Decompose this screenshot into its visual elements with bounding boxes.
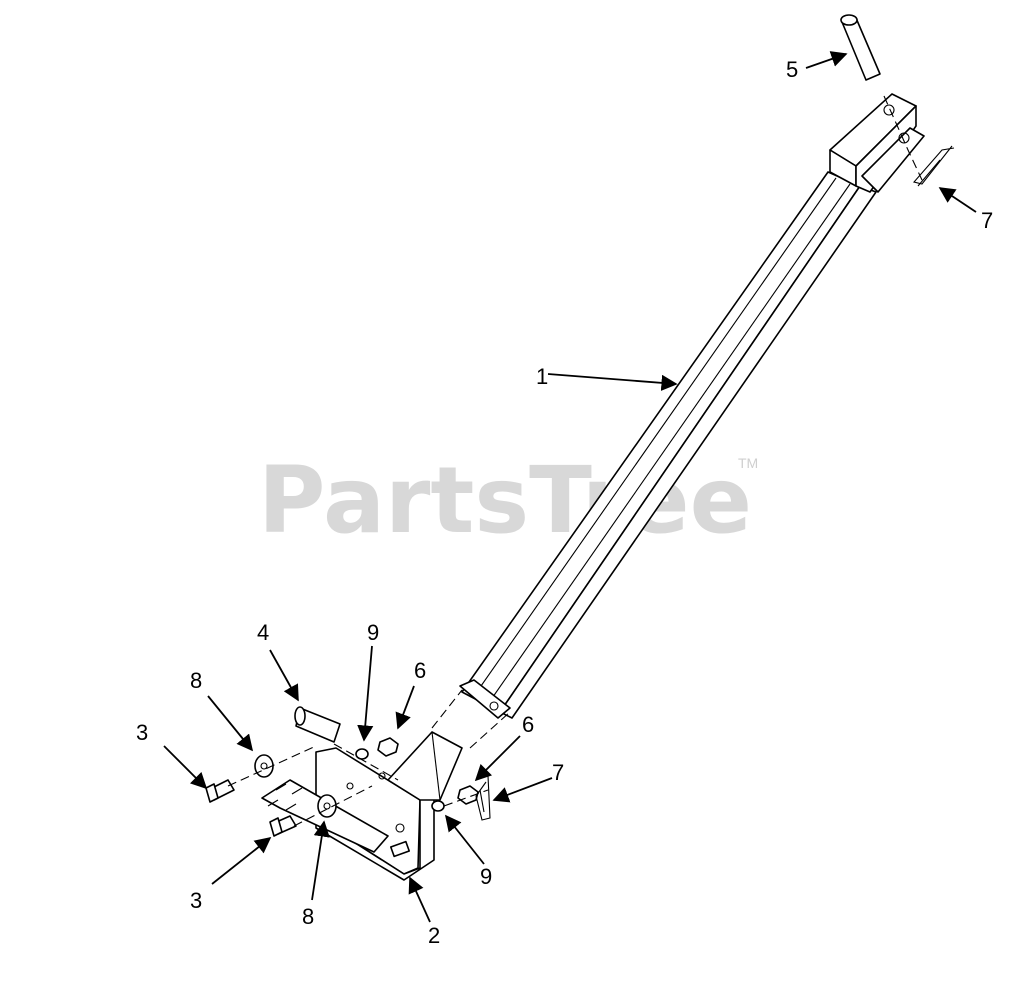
callout-6-lower: 6 <box>522 712 534 737</box>
hardware <box>205 14 955 837</box>
callout-5: 5 <box>786 57 798 82</box>
callout-1: 1 <box>536 364 548 389</box>
leader-7-top <box>938 187 977 213</box>
leader-9-lower <box>444 814 485 865</box>
part-3-bolt-lower <box>269 815 297 837</box>
callout-8-upper: 8 <box>190 668 202 693</box>
leader-3-upper <box>163 745 208 790</box>
leader-5 <box>805 51 848 69</box>
part-1-tow-bar <box>459 93 925 719</box>
callout-3-lower: 3 <box>190 888 202 913</box>
leader-4 <box>269 649 299 702</box>
part-5-clevis-pin <box>840 14 881 81</box>
callout-3-upper: 3 <box>136 720 148 745</box>
callout-7-bottom: 7 <box>552 760 564 785</box>
part-6-nut-upper <box>377 737 399 757</box>
callout-9-upper: 9 <box>367 620 379 645</box>
part-3-bolt-upper <box>205 779 235 803</box>
leader-2 <box>408 876 431 923</box>
leader-6-upper <box>395 685 415 730</box>
leader-1 <box>547 373 678 391</box>
part-7-hair-pin-bottom <box>475 775 491 821</box>
leader-8-upper <box>207 695 254 752</box>
leader-3-lower <box>211 836 272 885</box>
part-9-lock-washer-lower <box>431 800 445 812</box>
assembly-lines <box>227 95 923 827</box>
callout-8-lower: 8 <box>302 904 314 929</box>
part-4-clevis-pin <box>294 706 341 743</box>
leader-9-upper <box>357 645 374 742</box>
watermark-trademark: TM <box>738 455 758 471</box>
callout-2: 2 <box>428 923 440 948</box>
part-9-lock-washer-upper <box>355 748 369 760</box>
leader-6-lower <box>474 735 521 782</box>
part-8-washer-upper <box>254 754 274 778</box>
callout-4: 4 <box>257 620 269 645</box>
callout-6-upper: 6 <box>414 658 426 683</box>
leader-8-lower <box>311 820 330 901</box>
callout-9-lower: 9 <box>480 864 492 889</box>
part-7-hair-pin-top <box>912 145 955 187</box>
leader-7-bottom <box>492 777 553 803</box>
leader-lines <box>163 51 977 923</box>
callout-7-top: 7 <box>981 208 993 233</box>
callouts: 1 2 3 3 4 5 6 6 7 7 8 8 9 9 <box>136 57 993 948</box>
